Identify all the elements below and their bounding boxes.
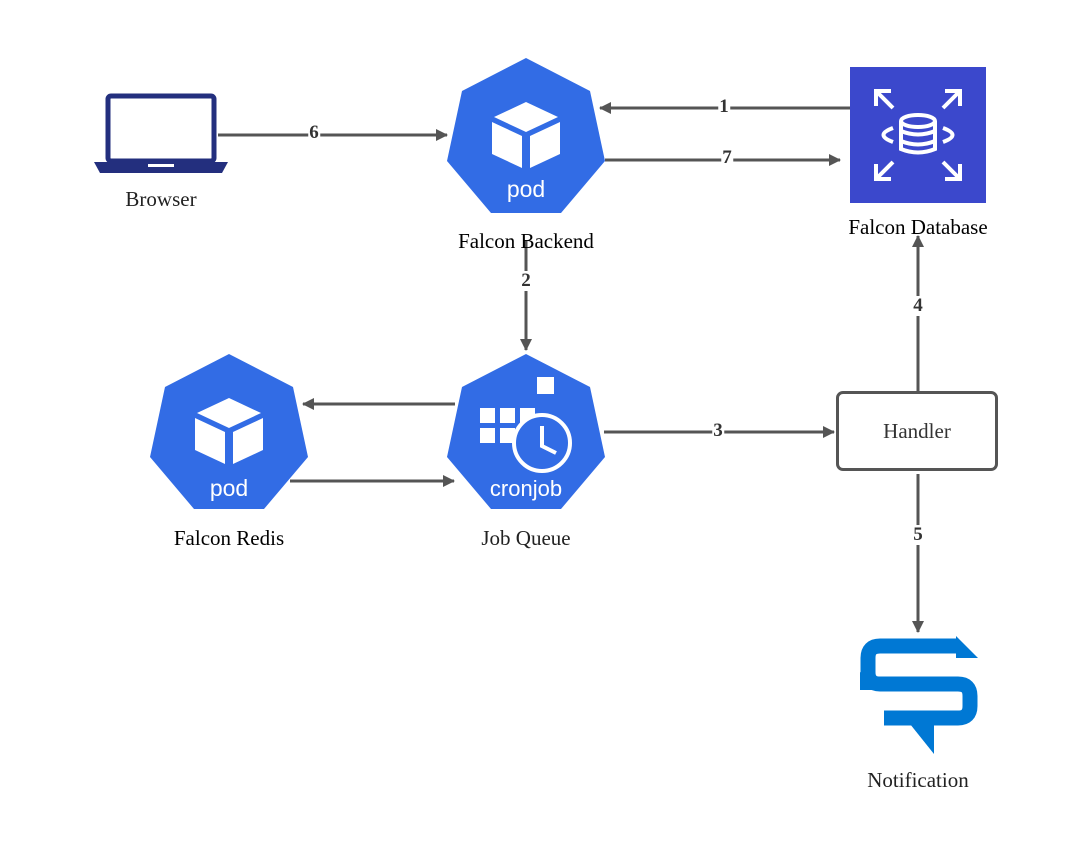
database-icon — [850, 67, 986, 203]
edge-label-3: 3 — [712, 420, 724, 441]
browser-label: Browser — [125, 187, 197, 211]
k8s-pod-icon: pod — [150, 354, 308, 509]
edge-label-2: 2 — [520, 270, 532, 291]
k8s-pod-icon: pod — [447, 58, 605, 213]
notification-icon — [860, 636, 978, 754]
laptop-icon — [94, 93, 228, 173]
notification-label: Notification — [867, 768, 969, 792]
handler-node: Handler — [836, 391, 998, 471]
database-label: Falcon Database — [848, 215, 988, 239]
redis-label: Falcon Redis — [173, 526, 285, 550]
job-queue-label: Job Queue — [481, 526, 571, 550]
handler-label: Handler — [883, 418, 951, 443]
edge-label-4: 4 — [912, 295, 924, 316]
backend-pod-text: pod — [507, 176, 545, 202]
k8s-cronjob-icon: cronjob — [447, 354, 605, 509]
edge-label-6: 6 — [308, 122, 320, 143]
edge-label-5: 5 — [912, 524, 924, 545]
cronjob-text: cronjob — [490, 476, 562, 501]
edge-label-7: 7 — [721, 147, 733, 168]
backend-label: Falcon Backend — [458, 229, 594, 253]
redis-pod-text: pod — [210, 475, 248, 501]
edges — [218, 102, 924, 633]
edge-label-1: 1 — [718, 96, 730, 117]
